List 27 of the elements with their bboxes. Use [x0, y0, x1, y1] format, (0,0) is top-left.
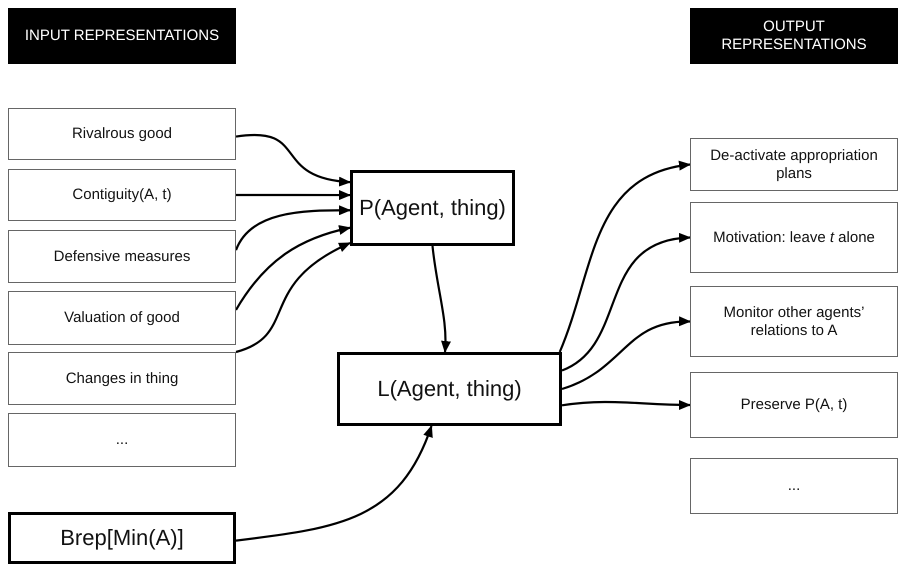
input-box: Defensive measures: [8, 230, 236, 283]
input-box: Valuation of good: [8, 291, 236, 345]
arrow: [236, 242, 351, 354]
arrow: [431, 246, 451, 353]
output-box: ...: [690, 458, 898, 514]
arrow: [236, 134, 351, 186]
output-box: Monitor other agents’ relations to A: [690, 286, 898, 357]
arrow: [561, 234, 691, 372]
arrow: [235, 205, 351, 251]
input-box: Changes in thing: [8, 352, 236, 405]
input-box: Contiguity(A, t): [8, 169, 236, 221]
process-box: L(Agent, thing): [337, 352, 562, 426]
arrow: [235, 225, 351, 310]
output-box: Motivation: leave t alone: [690, 202, 898, 273]
input-box: ...: [8, 413, 236, 467]
arrow: [558, 162, 691, 352]
input-box: Brep[Min(A)]: [8, 512, 236, 564]
output-box: Preserve P(A, t): [690, 372, 898, 438]
arrow: [236, 190, 351, 200]
arrow: [562, 316, 691, 390]
section-header: INPUT REPRESENTATIONS: [8, 8, 236, 64]
arrow: [562, 400, 691, 410]
input-box: Rivalrous good: [8, 108, 236, 160]
arrow: [236, 425, 433, 542]
section-header: OUTPUT REPRESENTATIONS: [690, 8, 898, 64]
output-box: De-activate appropriation plans: [690, 138, 898, 191]
process-box: P(Agent, thing): [350, 170, 515, 246]
